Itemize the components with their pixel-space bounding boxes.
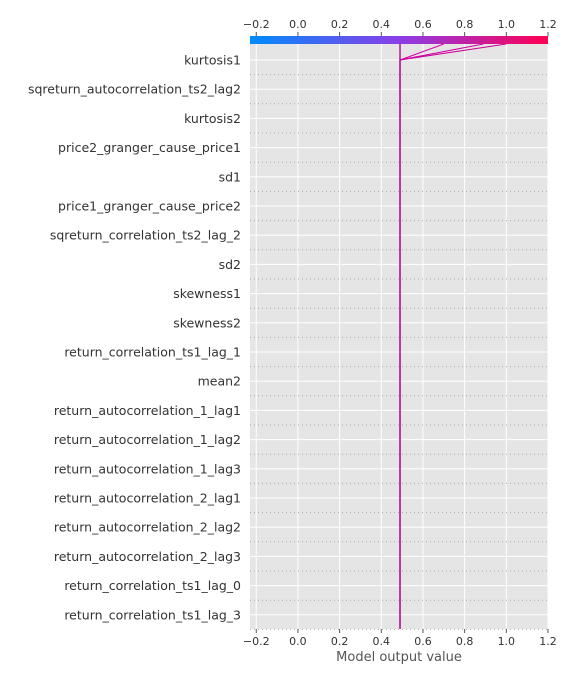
feature-label: sqreturn_correlation_ts2_lag_2 [50, 228, 241, 243]
feature-label: return_autocorrelation_2_lag3 [54, 549, 241, 564]
feature-label: skewness2 [173, 315, 241, 330]
bottom-tick-label: 0.6 [414, 635, 432, 648]
bottom-tick-label: 1.2 [539, 635, 557, 648]
bottom-tick-label: −0.2 [243, 635, 270, 648]
top-tick-label: 0.4 [373, 18, 391, 31]
bottom-tick-label: 0.2 [331, 635, 349, 648]
feature-label: return_autocorrelation_1_lag1 [54, 403, 241, 418]
feature-label: mean2 [198, 374, 241, 389]
bottom-tick-label: 0.4 [373, 635, 391, 648]
feature-label: skewness1 [173, 286, 241, 301]
feature-label: price1_granger_cause_price2 [58, 199, 241, 214]
top-tick-label: 1.2 [539, 18, 557, 31]
feature-label: return_autocorrelation_1_lag2 [54, 432, 241, 447]
plot-area [250, 44, 548, 629]
top-tick-label: −0.2 [243, 18, 270, 31]
feature-label: return_correlation_ts1_lag_1 [64, 345, 241, 360]
grid-lines [250, 44, 549, 629]
top-tick-label: 0.0 [289, 18, 307, 31]
x-axis-title: Model output value [336, 650, 462, 665]
feature-label: return_correlation_ts1_lag_0 [64, 578, 241, 593]
feature-label: return_autocorrelation_1_lag3 [54, 461, 241, 476]
top-tick-label: 0.6 [414, 18, 432, 31]
feature-label: sd2 [219, 257, 241, 272]
feature-label: return_correlation_ts1_lag_3 [64, 607, 241, 622]
top-axis: −0.2 0.0 0.2 0.4 0.6 0.8 1.0 1.2 [243, 18, 557, 36]
feature-label: sqreturn_autocorrelation_ts2_lag2 [28, 82, 241, 97]
decision-lines [399, 43, 507, 629]
feature-label: kurtosis1 [184, 53, 241, 68]
bottom-tick-label: 0.0 [289, 635, 307, 648]
top-tick-label: 1.0 [498, 18, 516, 31]
bottom-tick-label: 1.0 [498, 635, 516, 648]
top-tick-label: 0.8 [456, 18, 474, 31]
colorbar [250, 36, 548, 44]
feature-label: kurtosis2 [184, 111, 241, 126]
bottom-axis: −0.2 0.0 0.2 0.4 0.6 0.8 1.0 1.2 [243, 629, 557, 648]
feature-labels: kurtosis1 sqreturn_autocorrelation_ts2_la… [28, 53, 241, 623]
feature-label: sd1 [219, 169, 241, 184]
feature-label: price2_granger_cause_price1 [58, 140, 241, 155]
feature-label: return_autocorrelation_2_lag2 [54, 520, 241, 535]
row-separators [250, 74, 548, 630]
bottom-tick-label: 0.8 [456, 635, 474, 648]
feature-label: return_autocorrelation_2_lag1 [54, 491, 241, 506]
top-tick-label: 0.2 [331, 18, 349, 31]
